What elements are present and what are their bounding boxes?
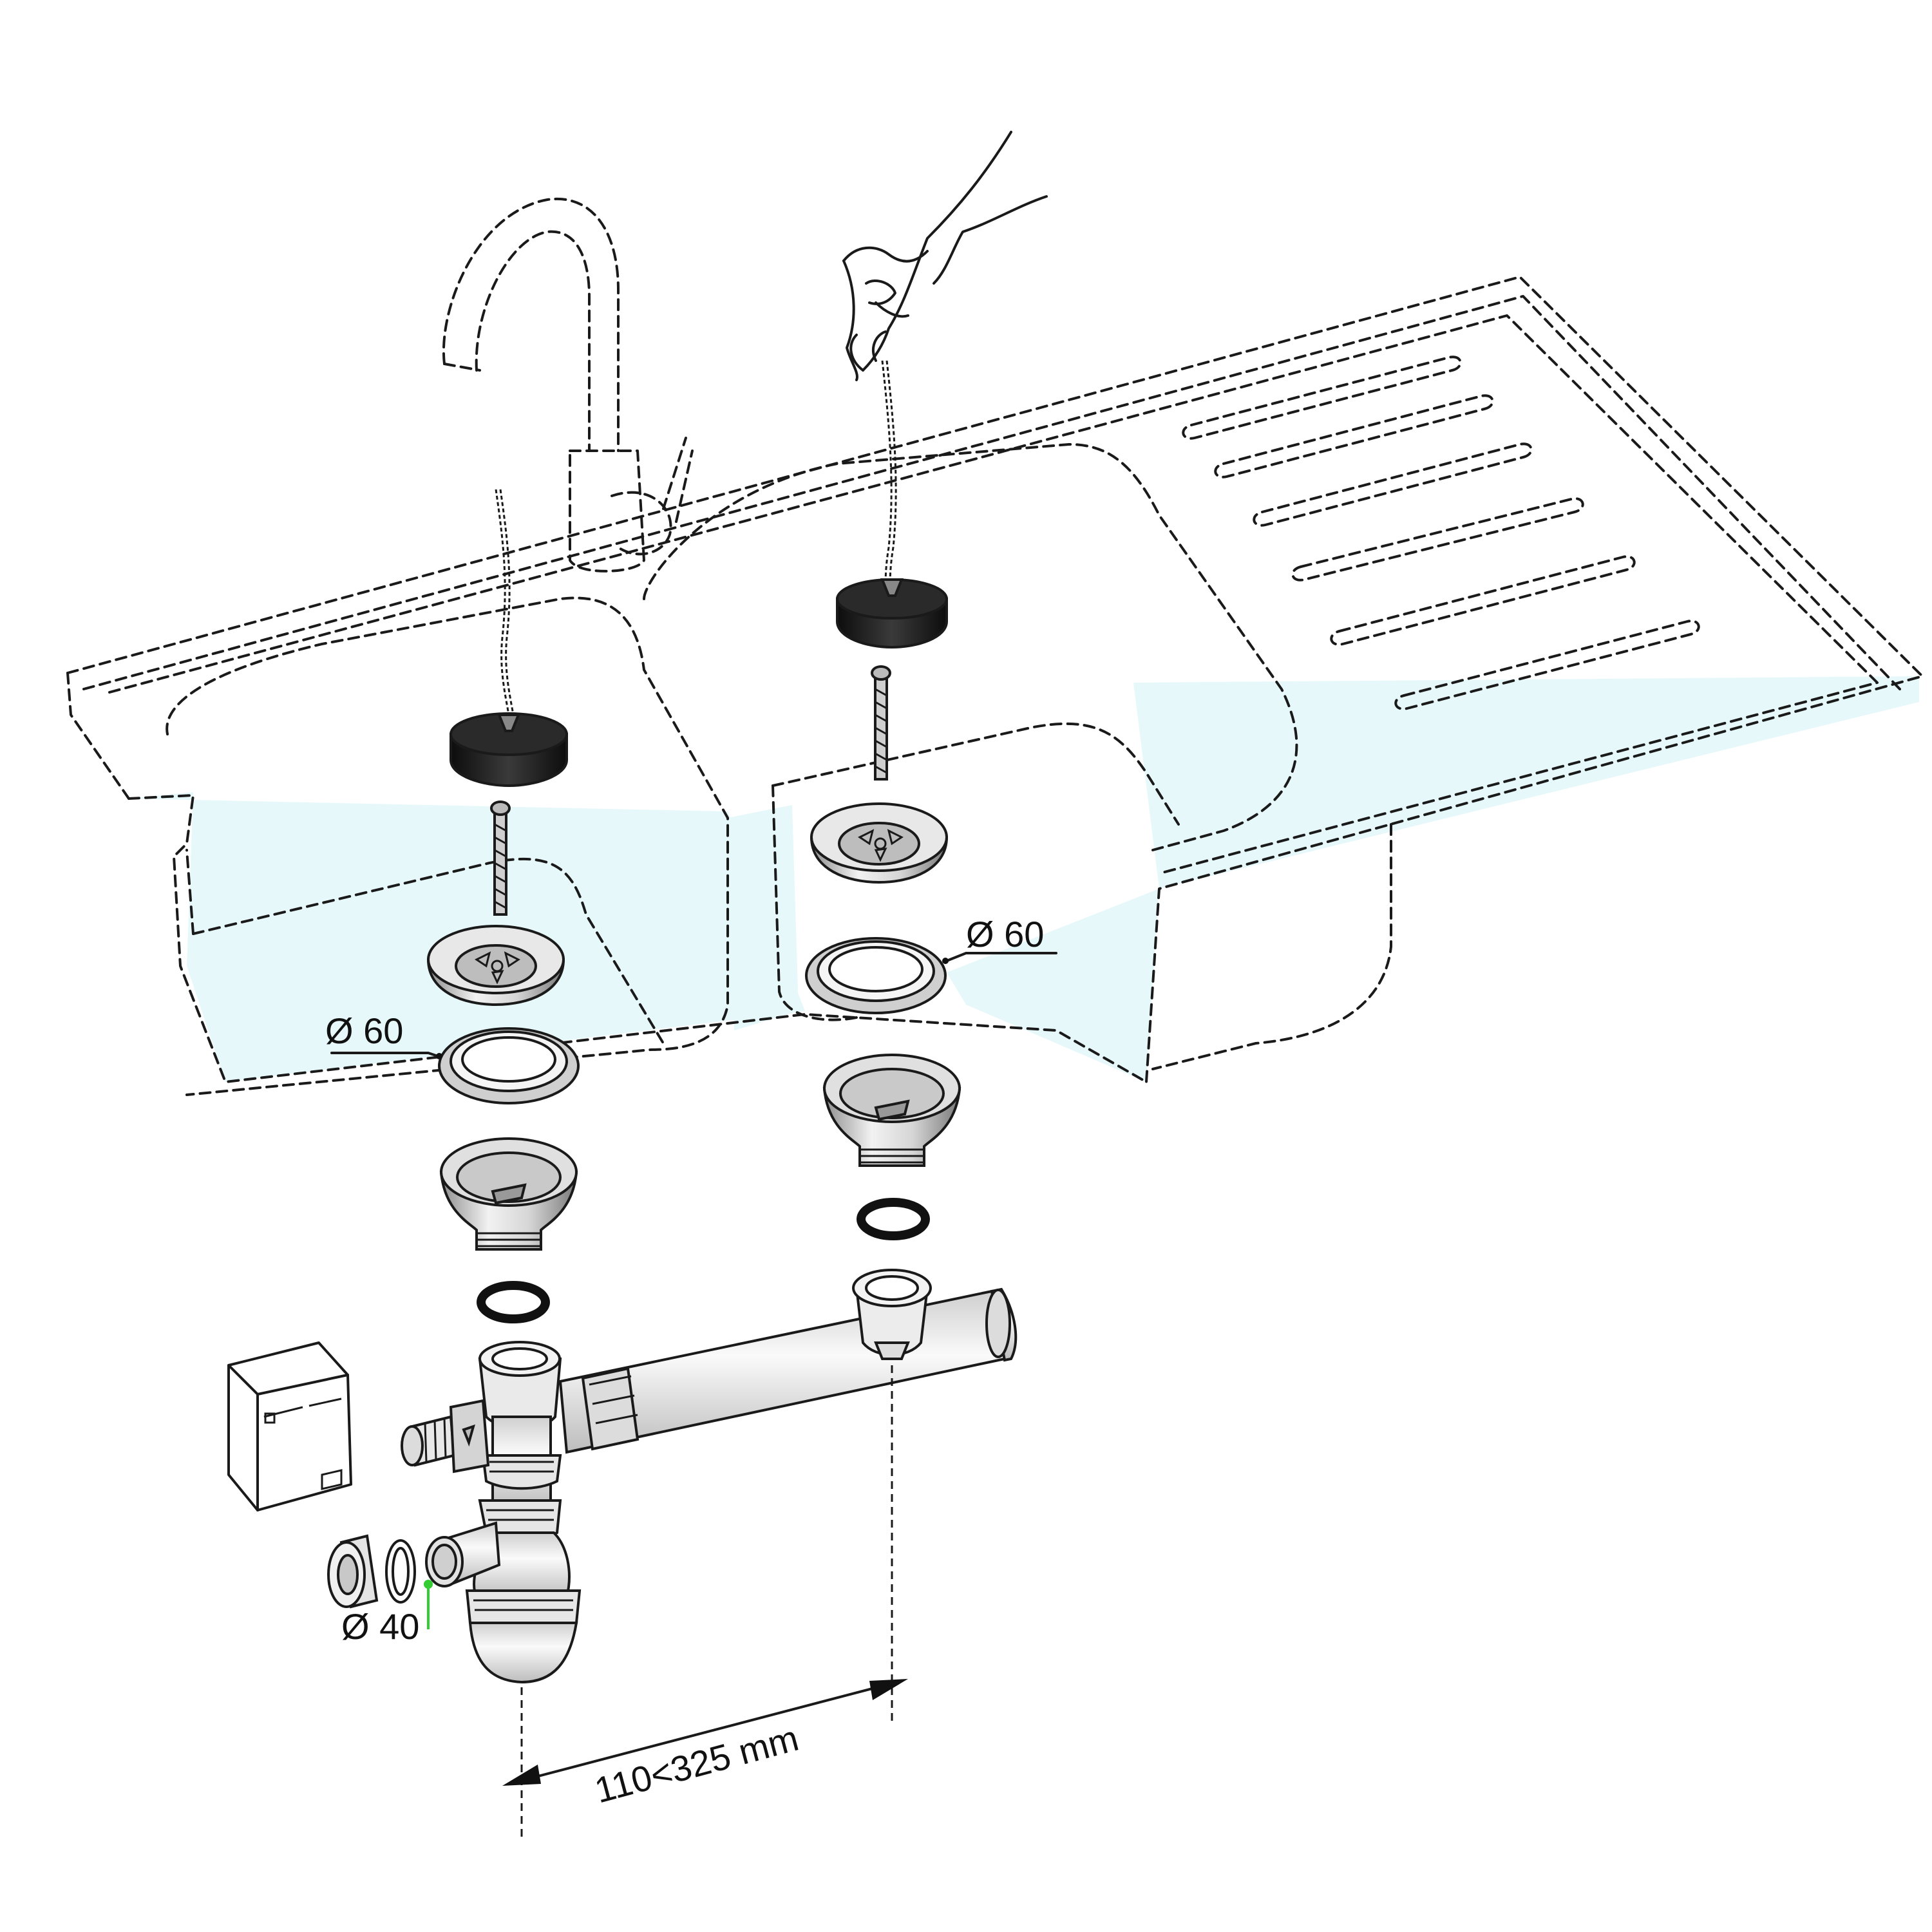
strainer-body-right [822,1054,961,1167]
connection-pipe [558,1287,1018,1454]
sink-outline [66,276,1924,1096]
dimension-extension-lines [520,1365,893,1842]
hand-icon [842,131,1048,381]
dimension-arrow [502,1679,908,1786]
outlet-nut [327,1534,379,1609]
screw-left [490,800,511,916]
washing-machine-icon [227,1341,352,1511]
strainer-icon [426,925,565,1007]
outlet-elbow [425,1521,501,1587]
faucet-icon [442,197,694,573]
hose-connector [401,1399,490,1473]
screw-right [871,665,891,781]
seal-ring-right [805,937,947,1014]
label-diameter-right: Ø 60 [966,914,1044,954]
o-ring-left [477,1281,550,1323]
leader-diameter-outlet [424,1580,433,1629]
label-distance: 110<325 mm [591,1718,803,1811]
chain-right [881,360,897,590]
strainer-body-left [439,1137,578,1251]
plug-icon [450,712,568,788]
outlet-ring [385,1539,416,1604]
chain-left [495,489,515,715]
plug-icon [836,578,948,649]
label-diameter-outlet: Ø 40 [341,1606,419,1647]
pipe-inlet-fitting-right [852,1269,932,1360]
leader-diameter-right [942,952,1057,964]
strainer-icon [810,802,949,884]
o-ring-right [857,1198,930,1240]
label-diameter-left: Ø 60 [325,1010,403,1051]
leader-diameter-left [330,1052,442,1059]
seal-ring-left [438,1027,580,1104]
siphon-icon [465,1341,582,1684]
